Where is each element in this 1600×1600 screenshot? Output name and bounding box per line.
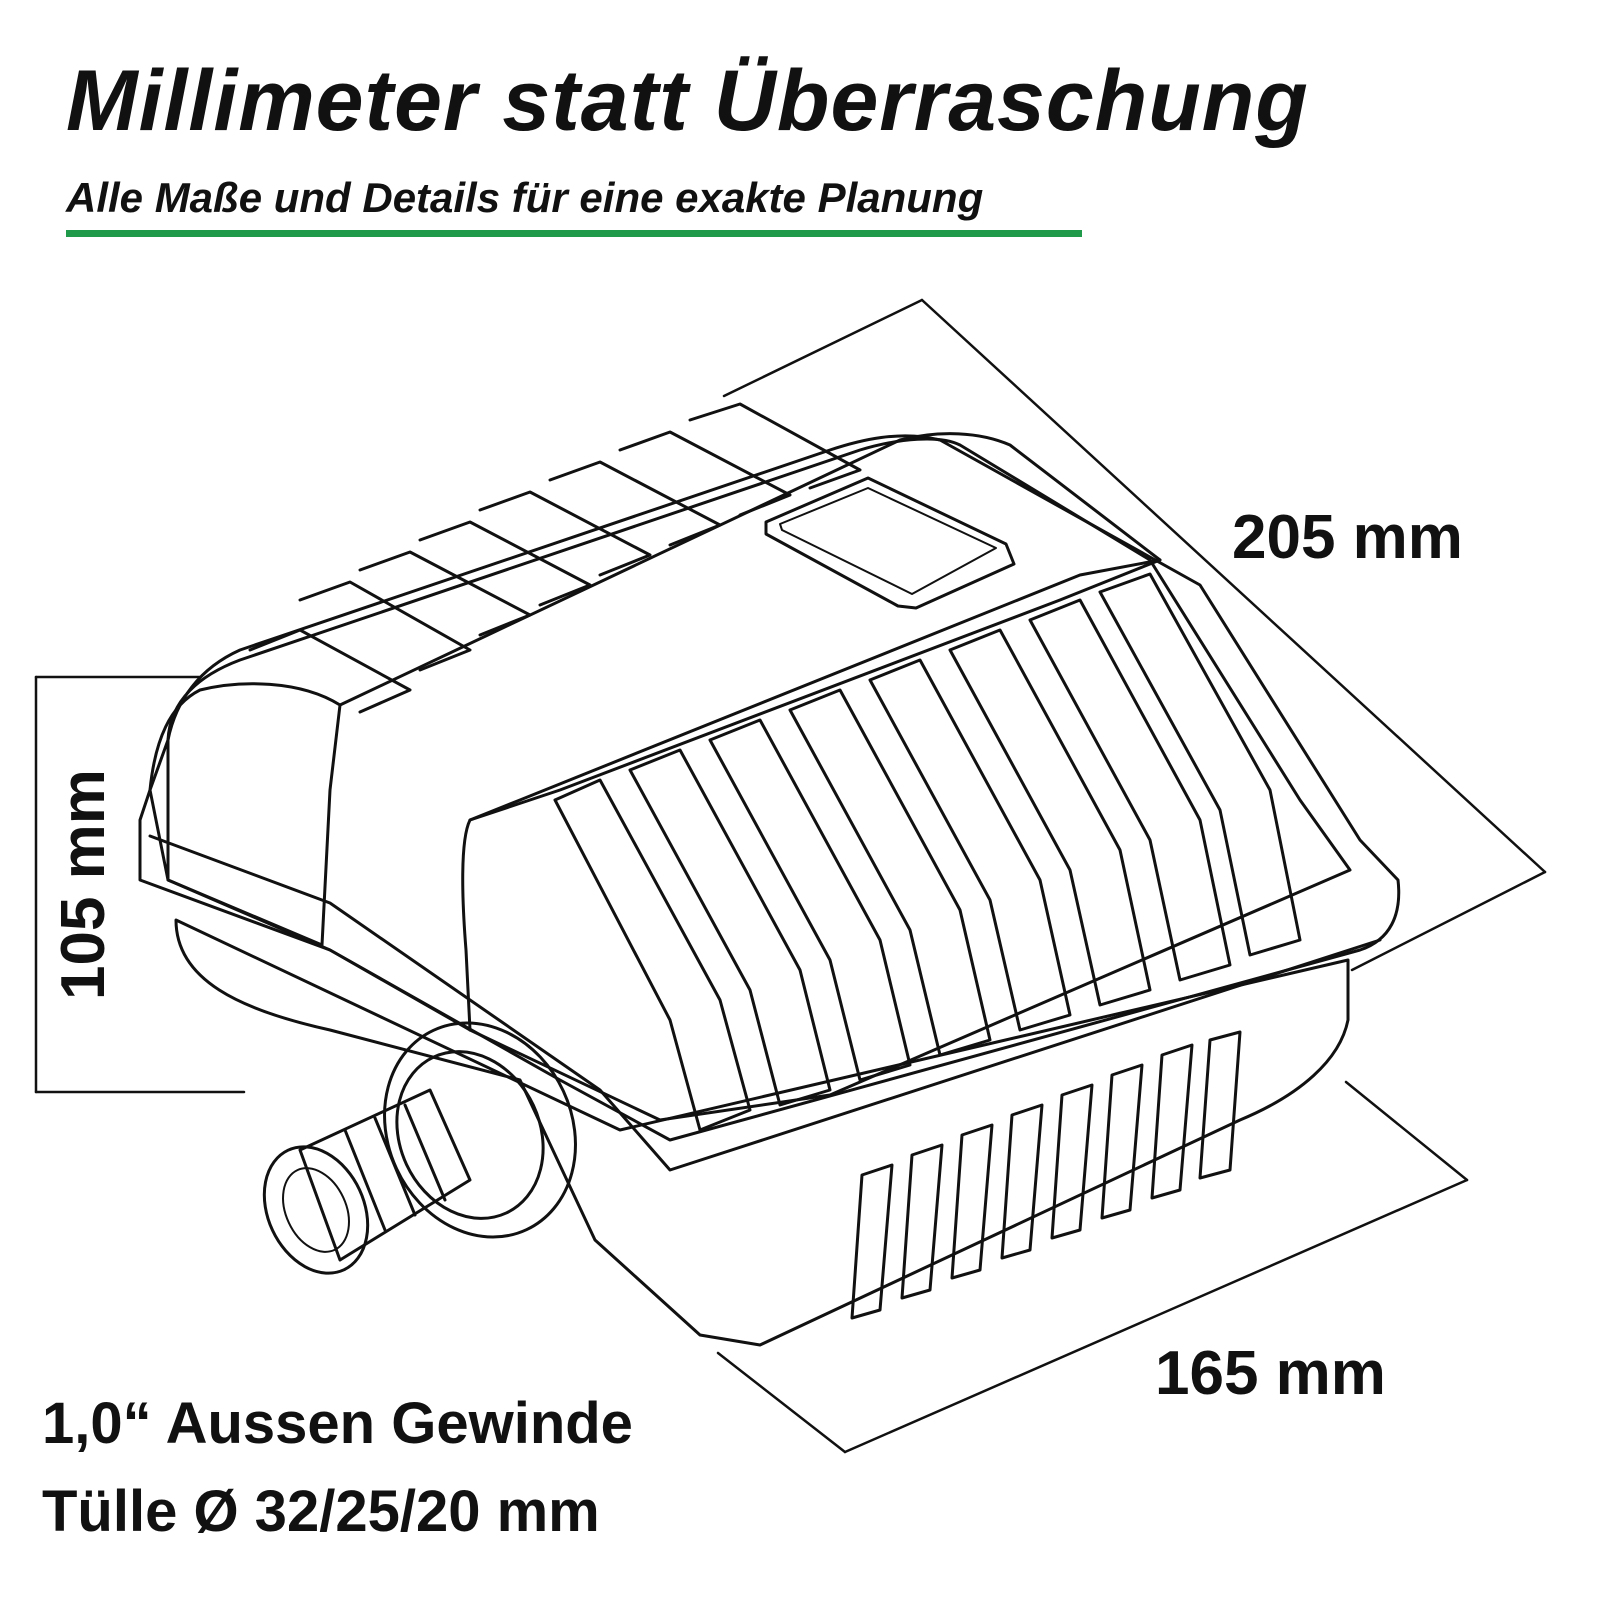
display-window-inner bbox=[779, 487, 997, 595]
center-ridge bbox=[338, 432, 1162, 1032]
back-fins bbox=[248, 402, 862, 714]
intake-grille bbox=[850, 1030, 1242, 1320]
nozzle-body bbox=[298, 1088, 472, 1262]
back-fin bbox=[688, 402, 862, 490]
front-fin bbox=[1098, 572, 1302, 957]
depth-dimension-line bbox=[920, 298, 1547, 874]
front-fin bbox=[708, 718, 912, 1082]
pump-housing bbox=[138, 432, 1401, 1347]
front-fin bbox=[1028, 598, 1232, 982]
dimension-lines bbox=[34, 298, 1547, 1454]
housing-top bbox=[166, 437, 1352, 1122]
nozzle-rib bbox=[373, 1116, 417, 1217]
grille-slot bbox=[1000, 1103, 1044, 1260]
left-end-cap bbox=[148, 682, 342, 947]
width-dimension-line bbox=[716, 1351, 847, 1454]
flange-edge bbox=[148, 834, 1382, 1172]
nozzle-rib bbox=[343, 1128, 387, 1232]
front-fin bbox=[868, 658, 1072, 1032]
back-fin bbox=[478, 490, 652, 577]
nozzle-tip bbox=[262, 1145, 370, 1275]
center-ridge-edge bbox=[468, 558, 1162, 822]
back-fin bbox=[418, 520, 592, 607]
back-fin bbox=[548, 460, 722, 547]
display-window bbox=[764, 476, 1016, 610]
depth-dimension-line bbox=[1350, 870, 1547, 972]
height-dimension-label: 105 mm bbox=[49, 769, 118, 1000]
front-fin bbox=[628, 748, 832, 1107]
front-fins bbox=[553, 572, 1302, 1132]
width-dimension-line bbox=[843, 1178, 1469, 1454]
back-fin bbox=[358, 550, 532, 637]
nozzle-tip-inner bbox=[282, 1167, 350, 1253]
outlet-connector bbox=[262, 1021, 577, 1275]
thread-spec: 1,0“ Aussen Gewinde bbox=[42, 1391, 633, 1456]
width-dimension-line bbox=[1344, 1080, 1469, 1182]
depth-dimension-line bbox=[722, 298, 924, 398]
grille-slot bbox=[850, 1163, 894, 1320]
front-fin bbox=[948, 628, 1152, 1007]
grille-slot bbox=[950, 1123, 994, 1280]
depth-dimension-label: 205 mm bbox=[1232, 503, 1463, 572]
housing-base bbox=[174, 918, 1350, 1347]
page-title: Millimeter statt Überraschung bbox=[66, 53, 1309, 149]
grille-slot bbox=[900, 1143, 944, 1300]
back-fin bbox=[618, 430, 792, 517]
front-fin bbox=[553, 778, 752, 1132]
connector-nut bbox=[383, 1021, 577, 1239]
nozzle-spec: Tülle Ø 32/25/20 mm bbox=[42, 1479, 600, 1544]
width-dimension-label: 165 mm bbox=[1155, 1339, 1386, 1408]
grille-slot bbox=[1198, 1030, 1242, 1180]
grille-slot bbox=[1050, 1083, 1094, 1240]
page-subtitle: Alle Maße und Details für eine exakte Pl… bbox=[66, 174, 984, 221]
connector-nut-ring bbox=[395, 1050, 545, 1220]
nozzle-rib bbox=[403, 1103, 447, 1202]
front-fin bbox=[788, 688, 992, 1057]
grille-slot bbox=[1100, 1063, 1144, 1220]
accent-underline bbox=[66, 230, 1082, 237]
grille-slot bbox=[1150, 1043, 1194, 1200]
back-fin bbox=[248, 628, 412, 714]
back-fin bbox=[298, 580, 472, 672]
